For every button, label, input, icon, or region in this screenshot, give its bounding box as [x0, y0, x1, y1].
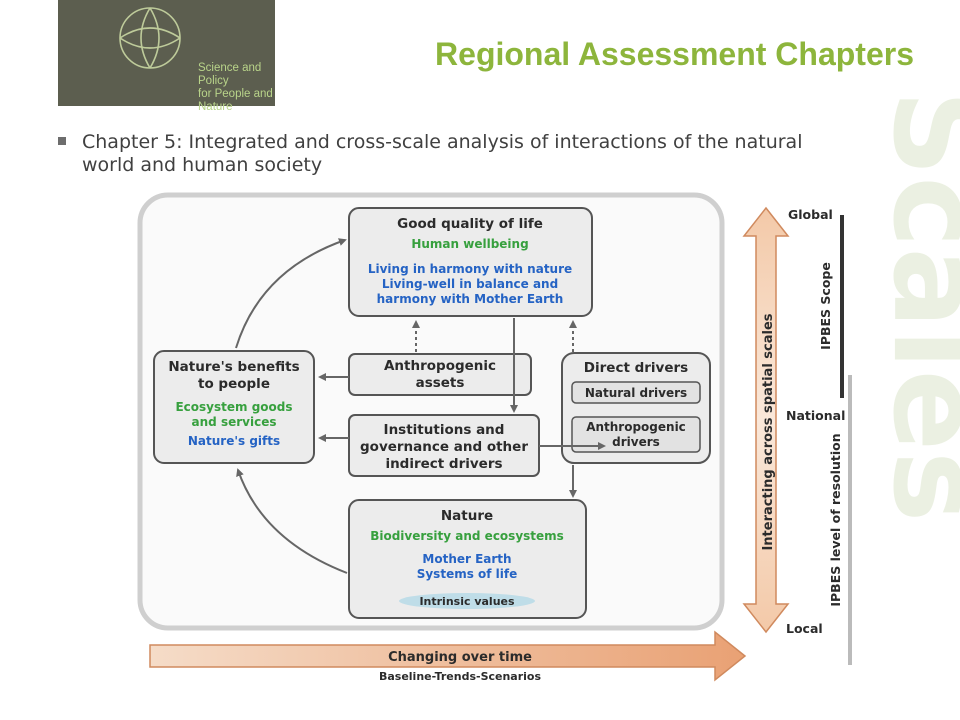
quality-of-life-box: Good quality of life Human wellbeing Liv…: [348, 207, 593, 317]
svg-text:Anthropogenic: Anthropogenic: [384, 358, 496, 374]
nature-box: Nature Biodiversity and ecosystems Mothe…: [348, 499, 587, 619]
logo-tagline: Science and Policy for People and Nature: [198, 62, 273, 113]
svg-text:Nature's benefits: Nature's benefits: [168, 359, 299, 375]
svg-text:Nature: Nature: [441, 508, 493, 524]
nature-benefits-box: Nature's benefits to people Ecosystem go…: [153, 350, 315, 464]
direct-drivers-box: Direct drivers Natural drivers Anthropog…: [561, 352, 711, 464]
svg-text:Direct drivers: Direct drivers: [584, 360, 688, 376]
watermark-text: Scales: [866, 90, 960, 522]
svg-text:Institutions and: Institutions and: [384, 422, 505, 438]
svg-text:Baseline-Trends-Scenarios: Baseline-Trends-Scenarios: [379, 670, 542, 683]
svg-text:to people: to people: [198, 376, 270, 392]
resolution-label: IPBES level of resolution: [828, 433, 843, 606]
global-label: Global: [788, 207, 833, 222]
slide-title: Regional Assessment Chapters: [435, 36, 914, 72]
intrinsic-values-ellipse: [399, 593, 535, 609]
svg-text:Interacting across spatial sca: Interacting across spatial scales: [761, 313, 776, 550]
svg-text:governance and other: governance and other: [360, 439, 528, 455]
svg-text:Intrinsic values: Intrinsic values: [419, 595, 515, 608]
ipbes-logo: Science and Policy for People and Nature: [58, 0, 275, 113]
spatial-scale-arrow: Interacting across spatial scales: [742, 206, 790, 634]
svg-text:assets: assets: [416, 375, 465, 391]
svg-text:and services: and services: [192, 415, 277, 429]
svg-text:Nature's gifts: Nature's gifts: [188, 434, 280, 448]
svg-text:Systems of life: Systems of life: [417, 567, 518, 581]
bullet-text: Chapter 5: Integrated and cross-scale an…: [82, 131, 803, 176]
svg-text:Biodiversity and ecosystems: Biodiversity and ecosystems: [370, 529, 564, 543]
svg-text:Mother Earth: Mother Earth: [422, 552, 511, 566]
svg-text:drivers: drivers: [612, 435, 660, 449]
svg-text:Ecosystem goods: Ecosystem goods: [175, 400, 292, 414]
globe-icon: [119, 7, 181, 69]
natural-drivers-box: [571, 381, 701, 404]
diagram-arrows: [235, 238, 606, 574]
institutions-box: Institutions and governance and other in…: [348, 414, 540, 477]
svg-text:Natural drivers: Natural drivers: [585, 386, 687, 400]
svg-text:Living in harmony with nature: Living in harmony with nature: [368, 262, 572, 276]
national-label: National: [786, 408, 845, 423]
svg-text:Anthropogenic: Anthropogenic: [586, 420, 686, 434]
quality-title: Good quality of life: [397, 216, 543, 232]
svg-text:indirect drivers: indirect drivers: [385, 456, 502, 472]
svg-text:Changing over time: Changing over time: [388, 650, 532, 665]
local-label: Local: [786, 621, 823, 636]
svg-text:Living-well in balance and: Living-well in balance and: [382, 277, 558, 291]
square-bullet-icon: [58, 137, 66, 145]
svg-text:harmony with Mother Earth: harmony with Mother Earth: [377, 292, 564, 306]
scope-label: IPBES Scope: [818, 262, 833, 350]
time-arrow: Changing over time Baseline-Trends-Scena…: [149, 630, 747, 683]
quality-green: Human wellbeing: [411, 237, 528, 251]
anthropogenic-assets-box: Anthropogenic assets: [348, 353, 532, 396]
